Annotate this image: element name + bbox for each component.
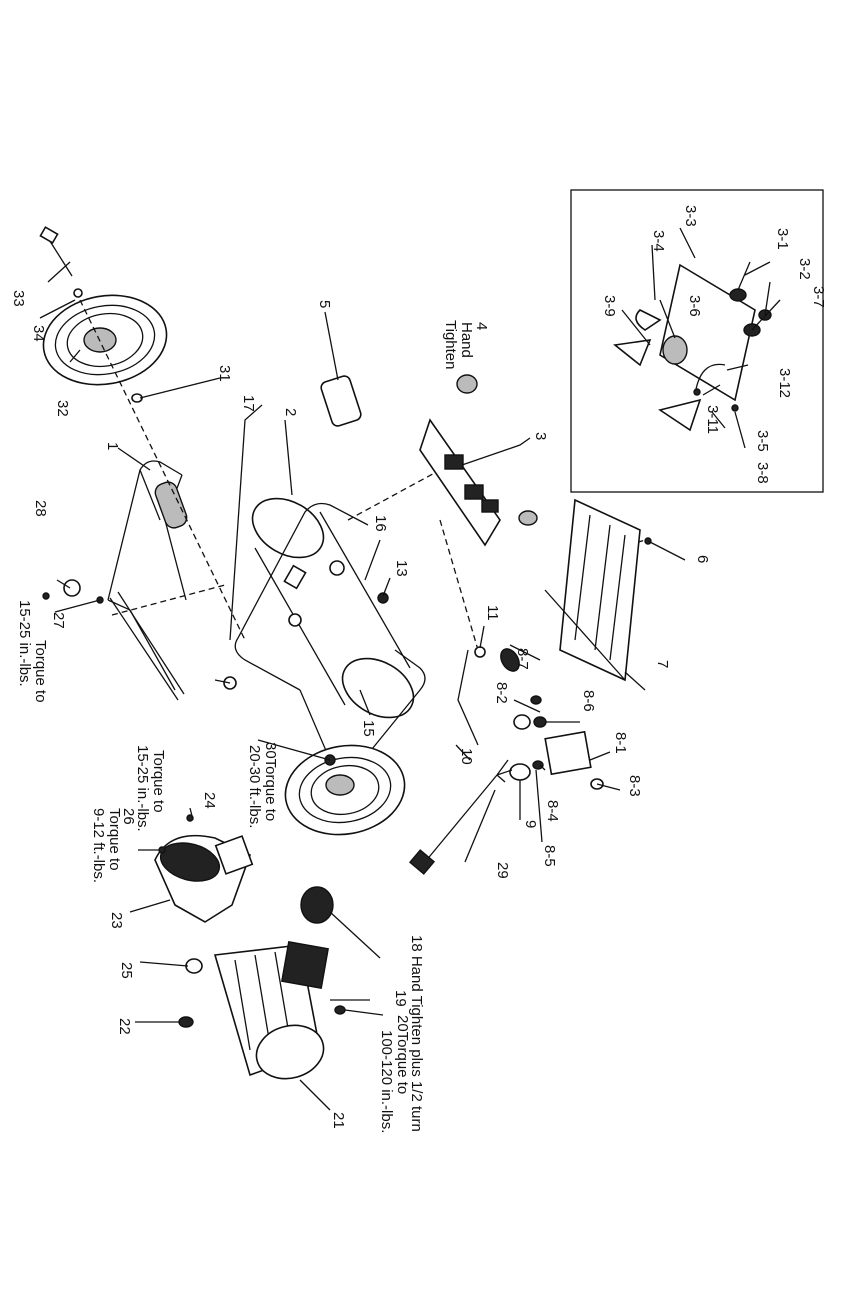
gauge-9 xyxy=(509,763,531,781)
label-3-5: 3-5 xyxy=(754,430,771,452)
filter-18 xyxy=(300,886,334,924)
label-9: 9 xyxy=(522,820,539,828)
label-25: 25 xyxy=(118,962,135,979)
wheel-lower xyxy=(284,744,406,836)
label-3-3: 3-3 xyxy=(682,205,699,227)
label-27-note-2: 15-25 in.-lbs. xyxy=(16,600,33,687)
base-plate xyxy=(544,498,641,682)
label-21: 21 xyxy=(330,1112,347,1129)
detail-inset-box xyxy=(570,189,824,493)
label-20-note: 100-120 in.-lbs. xyxy=(378,1030,395,1133)
label-17: 17 xyxy=(240,395,257,412)
label-8-6: 8-6 xyxy=(580,690,597,712)
nut-20 xyxy=(334,1005,346,1015)
assembly-line-handle xyxy=(111,584,226,616)
fitting-8-2 xyxy=(530,695,542,705)
cart-frame xyxy=(234,502,426,772)
air-line-10 xyxy=(457,649,479,746)
part-labels: 33 34 32 31 17 2 5 4 Hand Tighten 1 28 2… xyxy=(10,205,827,1133)
handle xyxy=(107,460,188,701)
label-27: 27 xyxy=(50,612,67,629)
label-24-note-2: 15-25 in.-lbs. xyxy=(134,745,151,832)
label-10: 10 xyxy=(458,748,475,765)
label-4-note-2: Tighten xyxy=(442,320,459,369)
screw-27a xyxy=(42,592,50,600)
assembly-line-regulator xyxy=(347,469,441,521)
label-31: 31 xyxy=(216,365,233,382)
label-3-12: 3-12 xyxy=(776,368,793,398)
label-33: 33 xyxy=(10,290,27,307)
label-1: 1 xyxy=(104,442,121,450)
leader-lines xyxy=(39,227,781,1111)
label-24-note-1: Torque to xyxy=(150,750,167,813)
label-8-4: 8-4 xyxy=(544,800,561,822)
label-18: 18 Hand Tighten plus 1/2 turn xyxy=(408,935,425,1132)
label-3-11: 3-11 xyxy=(704,405,721,434)
label-3-6: 3-6 xyxy=(686,295,703,317)
pressure-switch-8-1 xyxy=(544,730,592,776)
label-26-note-2: 9-12 ft.-lbs. xyxy=(90,808,107,883)
label-8-1: 8-1 xyxy=(612,732,629,754)
label-26: 26 xyxy=(120,808,137,825)
label-30: 30Torque to xyxy=(262,742,279,821)
label-34: 34 xyxy=(30,325,47,342)
regulator-assembly xyxy=(419,418,538,547)
assembly-line-tube xyxy=(439,519,479,651)
fitting-8-4 xyxy=(532,760,544,770)
label-22: 22 xyxy=(116,1018,133,1035)
fitting-8-6 xyxy=(533,716,547,728)
label-4-note-1: Hand xyxy=(458,322,475,358)
label-20: 20Torque to xyxy=(394,1015,411,1094)
label-8-2: 8-2 xyxy=(493,682,510,704)
wheel-upper xyxy=(42,294,168,386)
label-2: 2 xyxy=(282,408,299,416)
label-8-5: 8-5 xyxy=(541,845,558,867)
fitting-8-7 xyxy=(500,648,520,672)
label-28: 28 xyxy=(32,500,49,517)
washer-22 xyxy=(178,1016,194,1028)
fitting-13 xyxy=(377,592,389,604)
label-32: 32 xyxy=(54,400,71,417)
label-4: 4 xyxy=(473,322,490,330)
label-27-note-1: Torque to xyxy=(32,640,49,703)
label-13: 13 xyxy=(393,560,410,577)
label-3-2: 3-2 xyxy=(796,258,813,280)
label-3-1: 3-1 xyxy=(774,228,791,250)
assembly-line-axle xyxy=(79,299,246,641)
label-29: 29 xyxy=(494,862,511,879)
label-3-8: 3-8 xyxy=(754,462,771,484)
foot-28 xyxy=(63,579,81,597)
motor-cover xyxy=(154,834,254,923)
label-30-note: 20-30 ft.-lbs. xyxy=(246,745,263,828)
fitting-8-5 xyxy=(513,714,531,730)
label-23: 23 xyxy=(108,912,125,929)
label-3-7: 3-7 xyxy=(810,286,827,308)
label-16: 16 xyxy=(372,515,389,532)
motor-pump xyxy=(213,941,329,1080)
label-19: 19 xyxy=(392,990,409,1007)
label-7: 7 xyxy=(654,660,671,668)
label-8-7: 8-7 xyxy=(514,648,531,670)
axle-bolt xyxy=(47,237,73,277)
regulator-detail xyxy=(613,263,772,432)
nut-25 xyxy=(185,958,203,974)
tank xyxy=(251,497,415,719)
label-8-3: 8-3 xyxy=(626,775,643,797)
label-3: 3 xyxy=(532,432,549,440)
label-11: 11 xyxy=(484,605,501,621)
label-26-note-1: Torque to xyxy=(106,808,123,871)
power-cord xyxy=(408,759,513,875)
label-24: 24 xyxy=(201,792,218,809)
fitting-11 xyxy=(474,646,486,658)
label-3-9: 3-9 xyxy=(601,295,618,317)
label-6: 6 xyxy=(694,555,711,563)
label-5: 5 xyxy=(316,300,333,308)
label-15: 15 xyxy=(360,720,377,737)
label-3-4: 3-4 xyxy=(650,230,667,252)
fitting-5 xyxy=(320,375,362,427)
nut-4 xyxy=(456,374,478,394)
washer-34 xyxy=(73,288,83,298)
